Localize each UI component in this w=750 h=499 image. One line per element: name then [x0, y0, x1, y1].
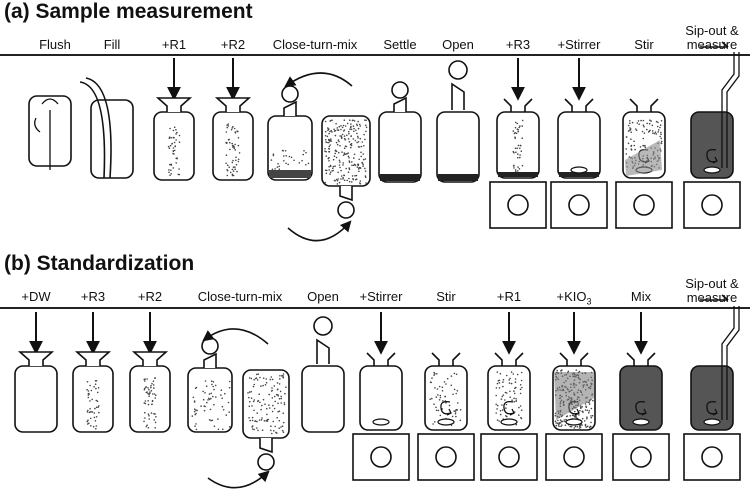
stir-plate-kio3: [545, 433, 603, 481]
bottle-stir-b: [424, 352, 468, 431]
step-label-stir: Stir: [634, 37, 654, 52]
stir-plate-stirrer: [550, 181, 608, 229]
bottle-dw: [14, 351, 58, 433]
step-label-open: Open: [442, 37, 474, 52]
step-label-close-turn-mix-b: Close-turn-mix: [197, 289, 283, 304]
step-label-settle: Settle: [383, 37, 417, 52]
open-cap-b: [313, 316, 333, 336]
stir-plate-stir-b: [417, 433, 475, 481]
bottle-r2: [212, 97, 254, 181]
step-label-flush: Flush: [39, 37, 71, 52]
open-cap: [448, 60, 468, 80]
bottle-stirrer: [557, 98, 601, 179]
step-label-sip-out: Sip-out & measure: [685, 23, 739, 52]
panel-a-divider: [0, 54, 750, 56]
step-label-r2: +R2: [220, 37, 246, 52]
step-label-open-b: Open: [307, 289, 339, 304]
bottle-stirrer-b: [359, 352, 403, 431]
flush-flow-icon: [34, 98, 59, 170]
inverted-cap-b: [257, 453, 275, 471]
step-label-r2-b: +R2: [137, 289, 163, 304]
rotate-arrow-bottom-b: [207, 470, 270, 489]
step-label-fill: Fill: [103, 37, 121, 52]
bottle-sip-out: [690, 52, 740, 179]
bottle-close: [267, 85, 313, 181]
rotate-arrow-top-b: [202, 328, 269, 345]
bottle-r3-b: [72, 351, 114, 433]
open-neck-b: [316, 338, 330, 364]
panel-b-divider: [0, 307, 750, 309]
bottle-inverted: [321, 115, 371, 187]
step-label-close-turn-mix: Close-turn-mix: [272, 37, 358, 52]
bottle-r1-b: [487, 352, 531, 431]
stir-plate-r1-b: [480, 433, 538, 481]
step-label-r3-b: +R3: [80, 289, 106, 304]
bottle-inverted-b: [242, 369, 290, 439]
step-label-stir-b: Stir: [436, 289, 456, 304]
bottle-open-b: [301, 365, 345, 433]
kio3-cloud: [554, 372, 594, 420]
open-neck: [451, 82, 465, 110]
fill-tube-icon: [79, 77, 112, 179]
panel-a-title: (a) Sample measurement: [4, 0, 253, 23]
rotate-arrow-top: [284, 72, 353, 88]
inverted-neck-b: [259, 438, 273, 454]
step-label-dw: +DW: [21, 289, 51, 304]
step-label-stirrer: +Stirrer: [557, 37, 601, 52]
bottle-r3: [496, 98, 540, 179]
stir-plate-r3: [489, 181, 547, 229]
stir-plate-stirrer-b: [352, 433, 410, 481]
bottle-close-b: [187, 337, 233, 433]
bottle-open: [436, 111, 480, 183]
stir-plate-sip-out: [683, 181, 741, 229]
stir-plate-sip-out-b: [683, 433, 741, 481]
inverted-neck: [339, 186, 353, 202]
inverted-cap: [337, 201, 355, 219]
bottle-mix: [619, 352, 663, 431]
stir-cloud: [625, 140, 662, 176]
step-label-mix: Mix: [630, 289, 652, 304]
sip-out-arrow: [700, 41, 729, 48]
stir-plate-mix: [612, 433, 670, 481]
step-label-r3: +R3: [505, 37, 531, 52]
step-label-r1: +R1: [161, 37, 187, 52]
sip-out-arrow-b: [700, 294, 729, 301]
bottle-sip-out-b: [690, 306, 740, 431]
sediment-close: [269, 170, 311, 178]
panel-b-title: (b) Standardization: [4, 252, 195, 275]
bottle-r1: [153, 97, 195, 181]
stir-plate-stir: [615, 181, 673, 229]
step-label-sip-out-b: Sip-out & measure: [685, 276, 739, 305]
bottle-r2-b: [129, 351, 171, 433]
fill-bottle: [90, 99, 134, 179]
step-label-kio3: +KIO3: [556, 289, 592, 307]
step-label-r1-b: +R1: [496, 289, 522, 304]
rotate-arrow-bottom: [287, 220, 352, 242]
step-label-stirrer-b: +Stirrer: [359, 289, 403, 304]
bottle-settle: [378, 81, 422, 183]
